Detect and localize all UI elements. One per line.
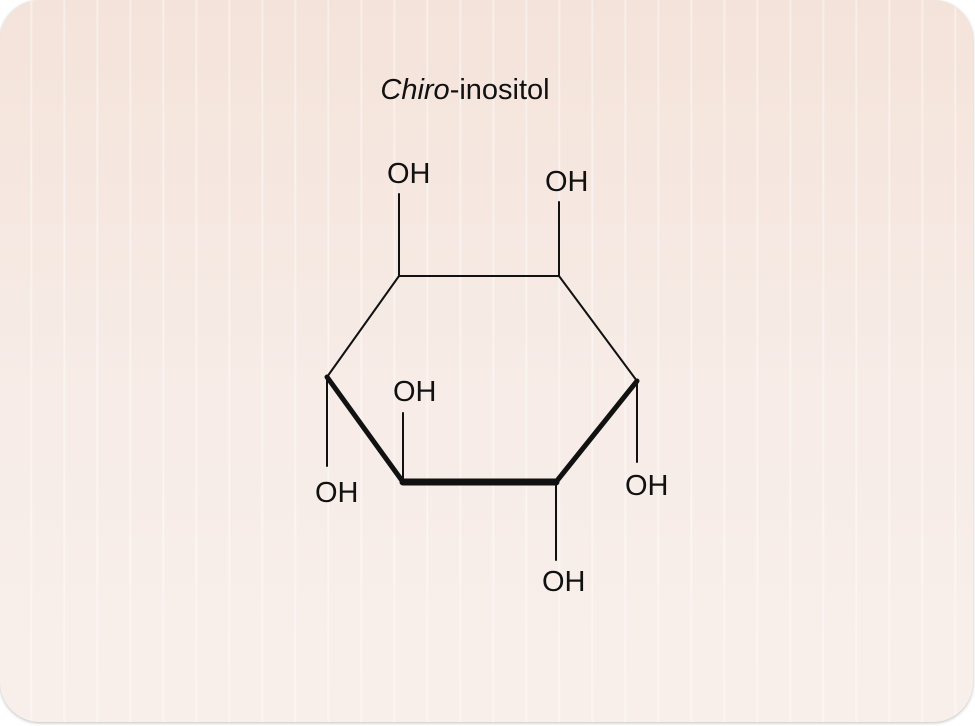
oh-label-right-lower: OH: [625, 470, 669, 502]
compound-title-suffix: -inositol: [449, 74, 550, 106]
oh-label-left-lower: OH: [315, 477, 359, 509]
oh-label-top-left: OH: [387, 158, 431, 190]
oh-label-bottom: OH: [542, 566, 586, 598]
ring-bond-lower-right-bold: [553, 378, 640, 485]
compound-title: Chiro-inositol: [0, 74, 930, 107]
ring-bond-upper-right: [558, 275, 638, 382]
compound-title-prefix: Chiro: [380, 74, 450, 106]
ring-bond-upper-left: [326, 275, 400, 378]
oh-label-top-right: OH: [545, 166, 589, 198]
ring-bond-lower-left-bold: [324, 374, 406, 485]
oh-label-inner-upper: OH: [393, 376, 437, 408]
